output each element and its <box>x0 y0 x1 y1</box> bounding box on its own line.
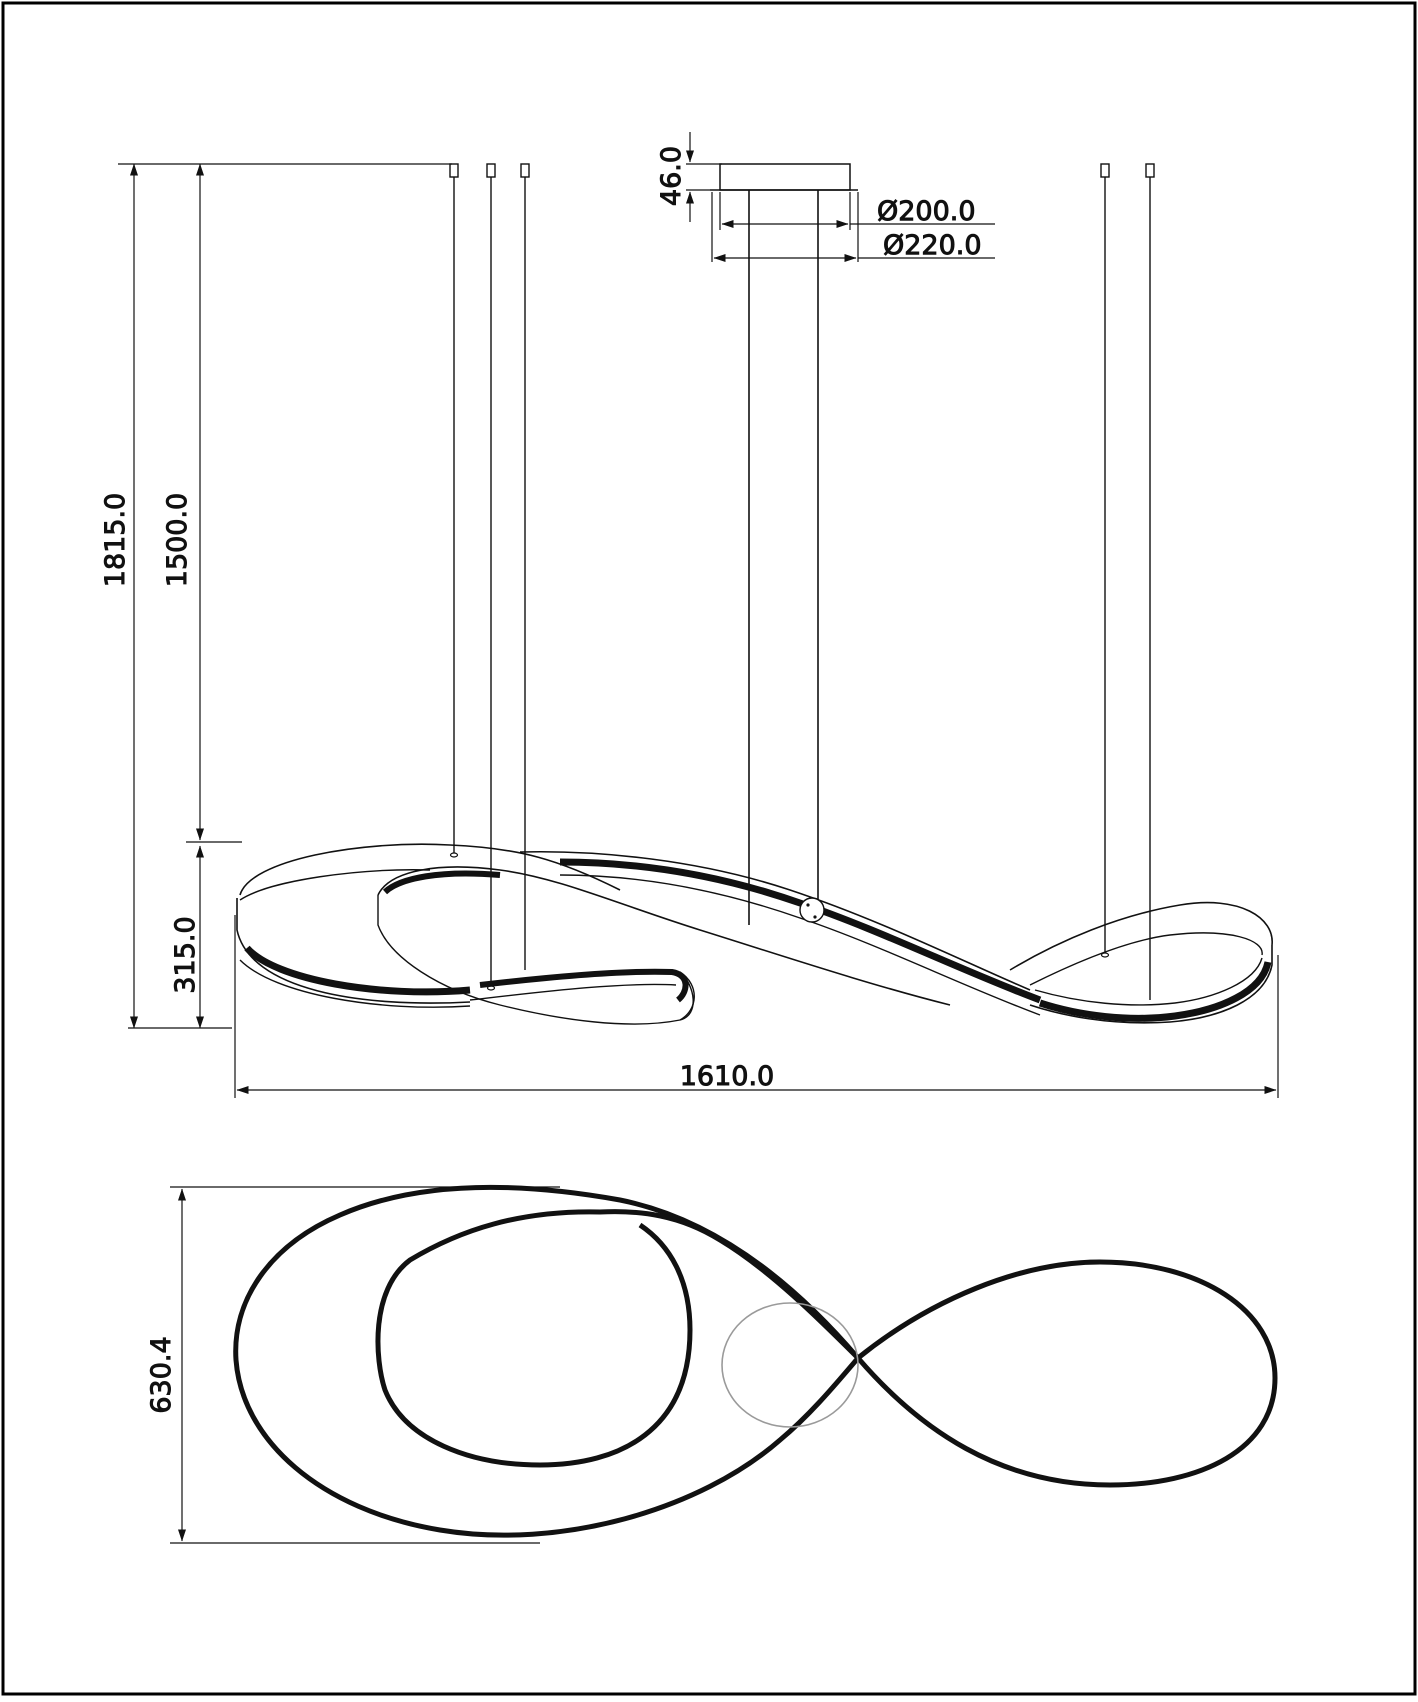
label-fixture-height: 315.0 <box>170 916 201 993</box>
dimension-canopy-height <box>686 132 722 222</box>
label-cable-length: 1500.0 <box>162 493 193 587</box>
label-canopy-outer-diameter: Ø220.0 <box>883 230 982 261</box>
power-cables <box>748 190 819 925</box>
top-view-outer-ribbon <box>233 1184 1278 1538</box>
label-overall-height: 1815.0 <box>100 493 131 587</box>
top-view-inner-ribbon <box>375 1209 860 1468</box>
label-overall-width: 1610.0 <box>680 1061 774 1092</box>
label-top-view-depth: 630.4 <box>146 1336 177 1413</box>
ribbon-luminaire <box>236 843 1273 1025</box>
dimension-canopy-diameters <box>711 192 995 262</box>
label-canopy-height: 46.0 <box>656 146 687 206</box>
ceiling-canopy <box>710 163 858 191</box>
dimension-overall-width <box>234 915 1279 1098</box>
dimension-cable-length <box>186 163 242 843</box>
label-canopy-inner-diameter: Ø200.0 <box>877 196 976 227</box>
top-view: 630.4 <box>146 1184 1278 1544</box>
side-view: 1815.0 1500.0 315.0 1610.0 46.0 Ø200.0 Ø… <box>100 132 1279 1098</box>
top-view-center-hub <box>721 1302 859 1428</box>
suspension-wires <box>449 163 1155 1000</box>
dimension-overall-height <box>118 163 452 1029</box>
dimension-top-view-depth <box>170 1186 560 1544</box>
